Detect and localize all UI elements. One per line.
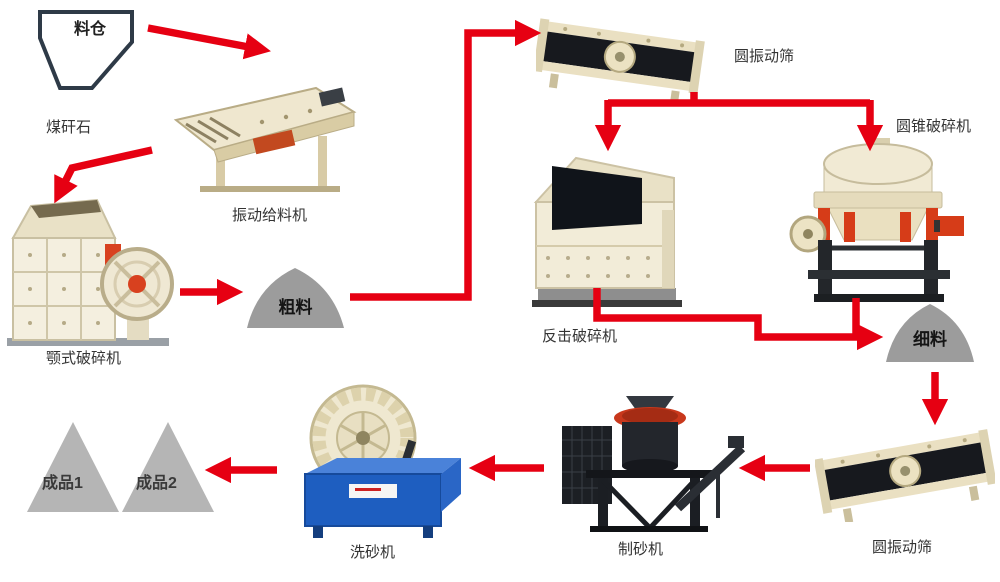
screen-bottom-label: 圆振动筛 bbox=[872, 539, 933, 556]
sand-washer-label: 洗砂机 bbox=[350, 544, 396, 561]
product-1-label: 成品1 bbox=[42, 475, 83, 492]
fine-pile-label: 细料 bbox=[913, 330, 947, 349]
sand-maker-label: 制砂机 bbox=[618, 541, 664, 558]
screen-top-label: 圆振动筛 bbox=[734, 48, 795, 65]
coarse-pile-shape bbox=[247, 268, 344, 328]
vibrating-feeder-illustration bbox=[173, 86, 357, 192]
material-label: 煤矸石 bbox=[46, 119, 92, 136]
feeder-label: 振动给料机 bbox=[232, 207, 308, 224]
product-triangles-shape bbox=[27, 422, 214, 512]
sand-maker-illustration bbox=[562, 396, 745, 532]
vibrating-screen-bottom-illustration bbox=[815, 429, 995, 522]
cone-crusher-label: 圆锥破碎机 bbox=[896, 118, 972, 135]
impact-crusher-label: 反击破碎机 bbox=[542, 328, 618, 345]
sand-washer-illustration bbox=[304, 384, 461, 538]
silo-icon bbox=[38, 10, 134, 90]
fine-pile-shape bbox=[886, 304, 974, 362]
arrow-feeder-to-jaw bbox=[54, 146, 153, 204]
impact-crusher-illustration bbox=[532, 156, 682, 307]
jaw-crusher-label: 颚式破碎机 bbox=[46, 350, 122, 367]
jaw-crusher-illustration bbox=[7, 198, 174, 346]
arrow-silo-to-feeder bbox=[147, 24, 271, 60]
cone-crusher-illustration bbox=[789, 138, 964, 302]
silo-label: 料仓 bbox=[74, 21, 107, 38]
arrow-coarse-to-screen-top bbox=[350, 19, 542, 301]
vibrating-screen-top-illustration bbox=[536, 18, 705, 106]
product-2-label: 成品2 bbox=[136, 475, 177, 492]
arrow-impact-to-fine bbox=[593, 288, 884, 351]
coarse-pile-label: 粗料 bbox=[278, 298, 313, 317]
